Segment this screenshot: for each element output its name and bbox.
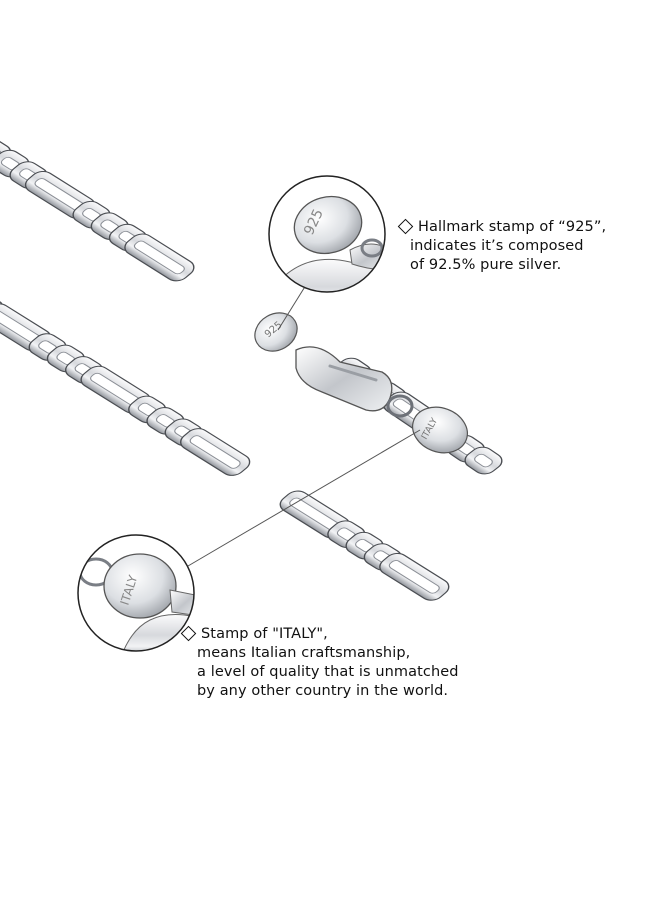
hallmark-caption: Hallmark stamp of “925”, indicates it’s … — [397, 218, 606, 275]
upper-chain-strand — [0, 138, 195, 282]
hallmark-caption-line-1: Hallmark stamp of “925”, — [397, 218, 606, 237]
hallmark-caption-line-3: of 92.5% pure silver. — [410, 257, 562, 273]
chain-link-hole — [388, 560, 440, 594]
zoom-circle-hallmark: 925 — [268, 175, 386, 293]
italy-caption-line-2: means Italian craftsmanship, — [197, 645, 411, 661]
italy-caption-line-4: by any other country in the world. — [197, 683, 449, 699]
hallmark-caption-line-2: indicates it’s composed — [410, 238, 584, 254]
chain-link-hole — [133, 240, 185, 275]
callout-line-italy — [187, 429, 421, 567]
italy-caption: Stamp of "ITALY", means Italian craftsma… — [180, 625, 459, 701]
chain-link-hole — [474, 453, 493, 468]
lobster-clasp: 925 ITALY — [254, 312, 468, 454]
italy-caption-line-3: a level of quality that is unmatched — [197, 664, 459, 680]
callout-line-hallmark — [277, 284, 307, 331]
diamond-bullet-icon — [180, 625, 197, 642]
italy-caption-line-1: Stamp of "ITALY", — [180, 625, 459, 644]
diamond-bullet-icon — [397, 218, 414, 235]
chain-link-hole — [189, 435, 241, 469]
